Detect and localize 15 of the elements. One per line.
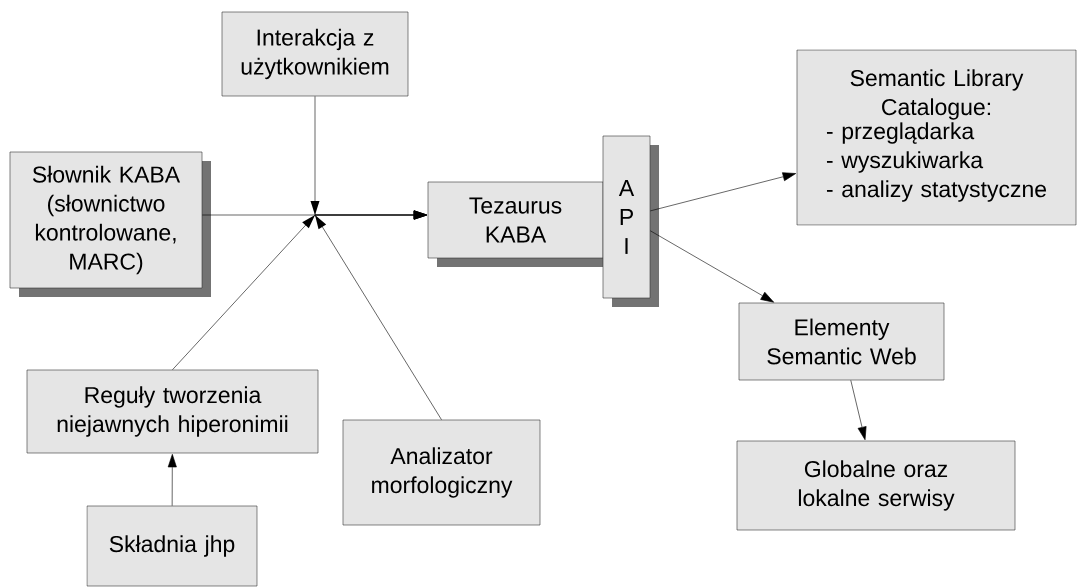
process-box: Elementy Semantic Web bbox=[738, 302, 945, 381]
arrow bbox=[650, 172, 797, 212]
arrow bbox=[167, 454, 177, 506]
process-box: Semantic Library Catalogue: - przeglądarka - wyszukiwarka - analizy statystyczne bbox=[796, 49, 1077, 226]
process-box: Interakcja z użytkownikiem bbox=[221, 11, 409, 97]
process-box: Składnia jhp bbox=[86, 505, 258, 587]
process-box: Reguły tworzenia niejawnych hiperonimii bbox=[26, 369, 319, 454]
arrow bbox=[650, 230, 774, 303]
process-box: A P I bbox=[602, 135, 659, 307]
process-box: Tezaurus KABA bbox=[427, 181, 612, 267]
process-box: Globalne oraz lokalne serwisy bbox=[736, 440, 1016, 531]
arrow bbox=[850, 380, 867, 441]
process-box: Analizator morfologiczny bbox=[342, 419, 541, 526]
process-box: Słownik KABA (słownictwo kontrolowane, MARC) bbox=[9, 151, 211, 297]
arrow bbox=[314, 210, 442, 420]
